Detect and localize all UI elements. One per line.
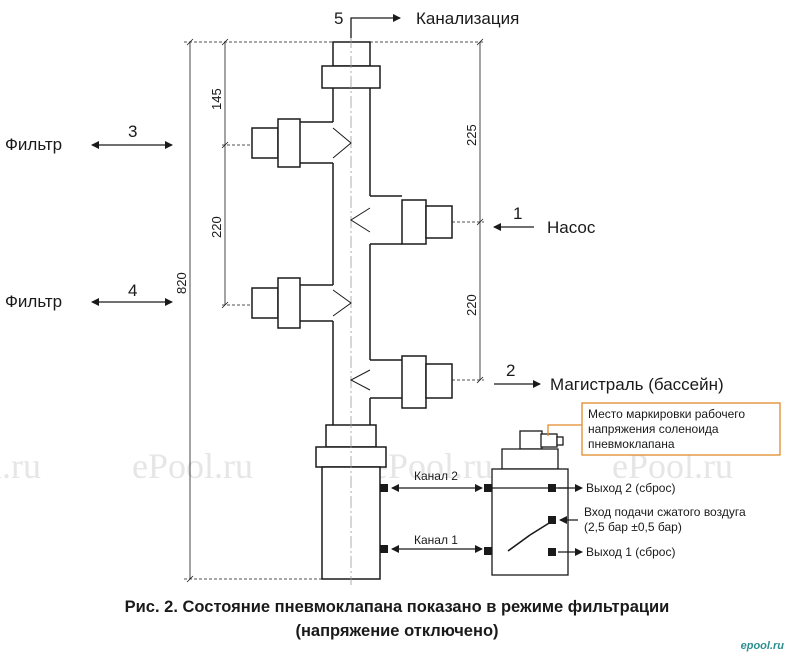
- number-2: 2: [506, 361, 515, 380]
- dimension-lines: [184, 38, 484, 583]
- number-1: 1: [513, 204, 522, 223]
- watermark: ePool.ru: [132, 446, 253, 486]
- label-out-1: Выход 1 (сброс): [586, 545, 675, 559]
- callout-leader: [547, 424, 582, 436]
- flow-arrows: [91, 14, 541, 388]
- label-air-inlet-2: (2,5 бар ±0,5 бар): [584, 520, 682, 534]
- callout-line-1: Место маркировки рабочего: [588, 407, 745, 421]
- number-5: 5: [334, 9, 343, 28]
- figure-caption-line-1: Рис. 2. Состояние пневмоклапана показано…: [124, 598, 670, 616]
- right-branch-main: [349, 355, 453, 409]
- callout-line-2: напряжения соленоида: [588, 422, 719, 436]
- label-sewer: Канализация: [416, 9, 519, 28]
- left-branch-bottom: [251, 277, 352, 329]
- number-3: 3: [128, 122, 137, 141]
- label-filter-top: Фильтр: [5, 135, 62, 154]
- watermark: l.ru: [0, 446, 41, 486]
- right-branch-pump: [350, 195, 453, 245]
- label-channel-1: Канал 1: [414, 533, 458, 547]
- label-filter-bottom: Фильтр: [5, 292, 62, 311]
- label-out-2: Выход 2 (сброс): [586, 481, 675, 495]
- figure-caption-line-2: (напряжение отключено): [295, 622, 499, 640]
- brand-logo: epool.ru: [740, 640, 784, 652]
- label-channel-2: Канал 2: [414, 469, 458, 483]
- label-main-line: Магистраль (бассейн): [550, 375, 724, 394]
- label-pump: Насос: [547, 218, 596, 237]
- dim-225: 225: [464, 124, 479, 146]
- number-4: 4: [128, 281, 137, 300]
- callout-box: [581, 402, 781, 456]
- dim-145: 145: [209, 88, 224, 110]
- watermark: ePool.ru: [372, 446, 493, 486]
- valve-lines: [391, 484, 583, 556]
- dim-220-right: 220: [464, 294, 479, 316]
- callout-line-3: пневмоклапана: [588, 437, 675, 451]
- dim-820: 820: [174, 272, 189, 294]
- valve-fittings: [380, 484, 556, 556]
- label-air-inlet-1: Вход подачи сжатого воздуга: [584, 505, 746, 519]
- left-branch-top: [251, 118, 352, 168]
- pneumatic-valve: [491, 430, 569, 576]
- dim-220-left: 220: [209, 216, 224, 238]
